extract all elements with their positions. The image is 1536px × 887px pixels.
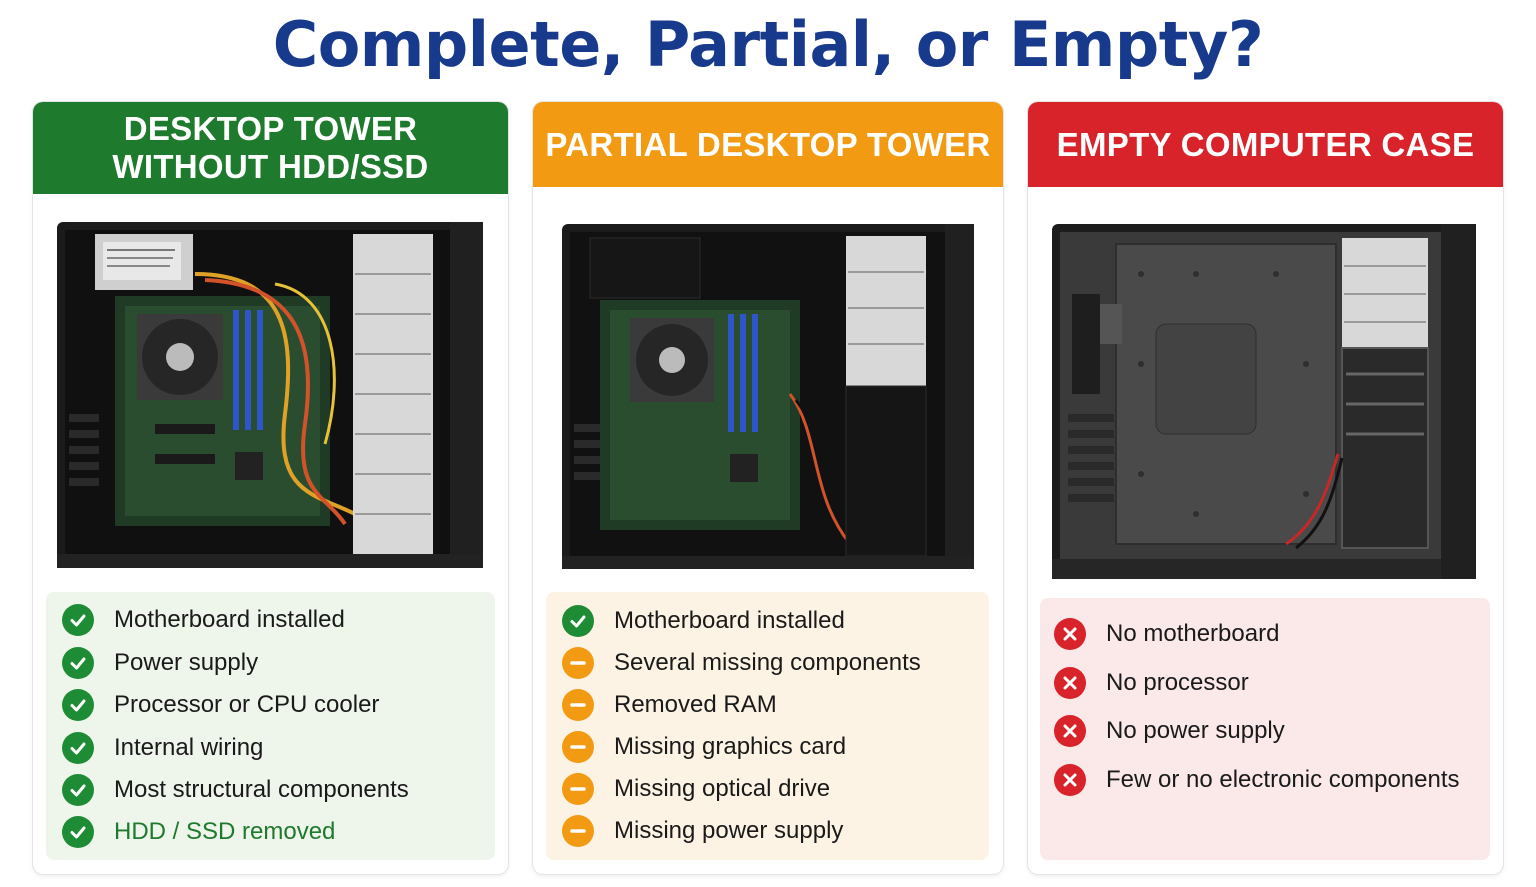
feature-list: Motherboard installed Power supply Proce… <box>46 592 495 860</box>
feature-list: Motherboard installed Several missing co… <box>546 592 989 860</box>
check-icon <box>62 816 94 848</box>
minus-icon <box>562 815 594 847</box>
list-item-text: Motherboard installed <box>614 607 845 634</box>
card-header-line-1: EMPTY COMPUTER CASE <box>1056 125 1475 163</box>
list-item: Missing graphics card <box>562 731 846 763</box>
check-icon <box>62 774 94 806</box>
list-item: No power supply <box>1054 715 1285 747</box>
list-item-text: Most structural components <box>114 776 409 803</box>
partial-tower-case-image <box>562 224 974 569</box>
x-icon <box>1054 764 1086 796</box>
list-item: Motherboard installed <box>62 604 345 636</box>
list-item-text: Removed RAM <box>614 691 777 718</box>
x-icon <box>1054 667 1086 699</box>
list-item-text: Motherboard installed <box>114 606 345 633</box>
list-item-text: Missing power supply <box>614 817 844 844</box>
list-item: Processor or CPU cooler <box>62 689 379 721</box>
card-header-line-1: PARTIAL DESKTOP TOWER <box>545 125 991 163</box>
list-item-text: Missing optical drive <box>614 775 831 802</box>
minus-icon <box>562 731 594 763</box>
list-item: Few or no electronic components <box>1054 764 1460 796</box>
card-header: EMPTY COMPUTER CASE <box>1028 102 1503 187</box>
check-icon <box>62 647 94 679</box>
list-item-text: Processor or CPU cooler <box>114 691 380 718</box>
minus-icon <box>562 689 594 721</box>
card-header-line-2: WITHOUT HDD/SSD <box>112 148 429 185</box>
list-item-text: No power supply <box>1106 717 1285 744</box>
list-item-text: No motherboard <box>1106 620 1280 647</box>
list-item-text: Internal wiring <box>114 734 264 761</box>
list-item: Removed RAM <box>562 689 777 721</box>
minus-icon <box>562 647 594 679</box>
list-item: HDD / SSD removed <box>62 816 335 848</box>
card-header: PARTIAL DESKTOP TOWER <box>533 102 1003 187</box>
page-title: Complete, Partial, or Empty? <box>272 8 1264 81</box>
card-partial-desktop-tower: PARTIAL DESKTOP TOWER <box>533 102 1003 874</box>
check-icon <box>62 732 94 764</box>
list-item: Internal wiring <box>62 732 263 764</box>
list-item-text: Missing graphics card <box>614 733 847 760</box>
card-desktop-tower-without-hdd: DESKTOP TOWER WITHOUT HDD/SSD <box>33 102 508 874</box>
full-tower-case-image <box>57 222 483 568</box>
list-item-text: No processor <box>1106 669 1249 696</box>
x-icon <box>1054 618 1086 650</box>
check-icon <box>62 689 94 721</box>
x-icon <box>1054 715 1086 747</box>
feature-list: No motherboard No processor No power sup… <box>1040 598 1490 860</box>
check-icon <box>562 605 594 637</box>
list-item: Missing optical drive <box>562 773 830 805</box>
list-item-text: Few or no electronic components <box>1106 766 1460 793</box>
empty-case-image <box>1052 224 1476 579</box>
list-item: Motherboard installed <box>562 605 845 637</box>
list-item: No processor <box>1054 667 1249 699</box>
card-header-line-1: DESKTOP TOWER <box>123 110 418 147</box>
list-item: Several missing components <box>562 647 921 679</box>
list-item-text: HDD / SSD removed <box>114 818 336 845</box>
list-item: Most structural components <box>62 774 409 806</box>
list-item: Power supply <box>62 647 258 679</box>
card-empty-computer-case: EMPTY COMPUTER CASE <box>1028 102 1503 874</box>
list-item: No motherboard <box>1054 618 1279 650</box>
check-icon <box>62 604 94 636</box>
list-item-text: Power supply <box>114 649 259 676</box>
list-item-text: Several missing components <box>614 649 921 676</box>
list-item: Missing power supply <box>562 815 843 847</box>
card-header: DESKTOP TOWER WITHOUT HDD/SSD <box>33 102 508 194</box>
minus-icon <box>562 773 594 805</box>
